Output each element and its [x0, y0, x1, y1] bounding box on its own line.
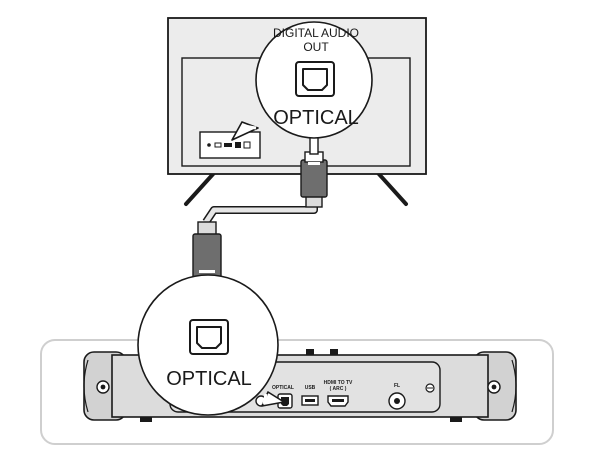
- screw-icon: [96, 380, 110, 394]
- optical-cable: [192, 129, 328, 305]
- tv-callout-title-line1: DIGITAL AUDIO: [273, 26, 359, 40]
- tv-stand-right: [376, 171, 408, 206]
- fl-port-icon: [388, 392, 406, 410]
- usb-port-icon: [301, 395, 319, 406]
- port-label-hdmi-line2: ( ARC ): [330, 386, 347, 392]
- tv-callout-title-line2: OUT: [303, 40, 329, 54]
- port-label-optical: OPTICAL: [272, 385, 294, 391]
- optical-port-icon: [277, 393, 293, 409]
- hdmi-port-icon: [327, 395, 349, 407]
- port-label-usb: USB: [305, 385, 316, 391]
- optical-port-icon: [189, 319, 229, 355]
- screw-icon: [487, 380, 501, 394]
- tv-optical-plug: [300, 129, 328, 208]
- tv-callout: DIGITAL AUDIO OUT OPTICAL: [231, 21, 373, 141]
- tv-stand-left: [184, 171, 216, 206]
- optical-port-icon: [295, 61, 335, 97]
- soundbar-callout: OPTICAL: [137, 274, 285, 416]
- port-label-hdmi-line1: HDMI TO TV: [324, 380, 353, 386]
- tv-callout-port-label: OPTICAL: [273, 107, 359, 129]
- ground-screw-icon: [425, 383, 435, 393]
- soundbar-callout-port-label: OPTICAL: [166, 368, 252, 390]
- port-label-fl: FL: [394, 383, 400, 389]
